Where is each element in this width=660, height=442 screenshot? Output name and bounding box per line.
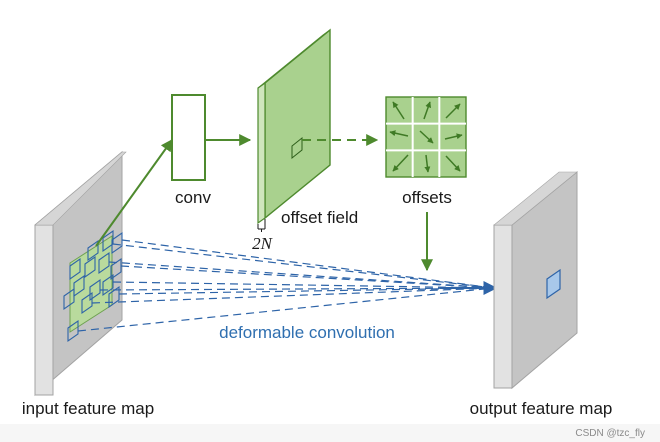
offsets-label: offsets [402,188,452,207]
offset-field-cell [291,136,303,160]
two-n-label: 2N [252,234,274,253]
deformable-sampling-lines [77,239,495,332]
deformable-convolution-label: deformable convolution [219,323,395,342]
arrow-input-to-conv [95,139,173,247]
arrow-down-right-icon [445,155,461,172]
depth-bracket [257,219,266,232]
arrow-up-left-icon [392,101,405,120]
conv-box [171,94,206,181]
offset-arrows [389,101,463,173]
arrow-right-icon [444,133,463,140]
arrow-down-icon [424,154,431,173]
arrow-up-right-icon [423,101,432,120]
arrow-down-left-icon [392,154,409,172]
footer-strip [0,424,660,442]
watermark: CSDN @tzc_fly [575,428,645,439]
offset-field-label: offset field [281,208,358,227]
input-feature-map-label: input feature map [22,399,154,418]
output-feature-map [493,170,578,390]
conv-label: conv [175,188,211,207]
offset-field-slab [257,28,331,225]
arrow-down-right-icon [419,130,434,144]
arrow-up-right-icon [445,103,461,119]
output-cell [546,268,561,300]
output-feature-map-label: output feature map [470,399,613,418]
arrow-left-icon [389,130,409,137]
